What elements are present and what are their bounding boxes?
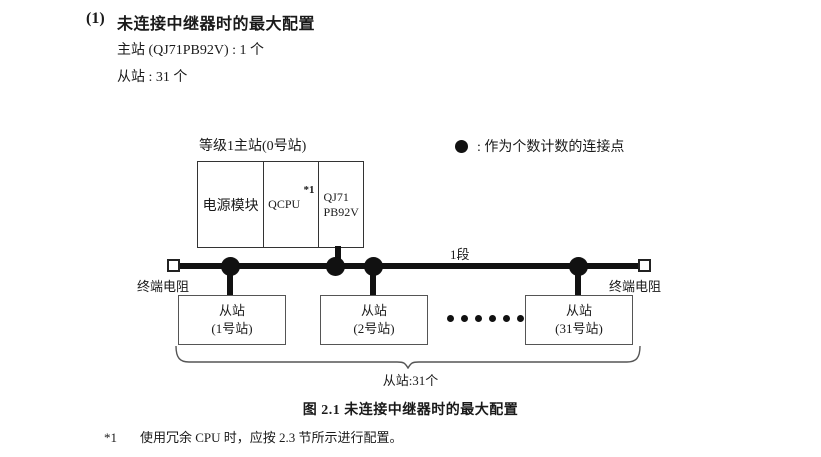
power-module-label: 电源模块 bbox=[202, 198, 259, 214]
ellipsis-dot bbox=[489, 315, 496, 322]
ellipsis-dot bbox=[517, 315, 524, 322]
slave-count-brace bbox=[175, 345, 641, 369]
slave-station-box: 从站 (1号站) bbox=[178, 295, 286, 345]
terminator-square-right-icon bbox=[638, 259, 651, 272]
legend: : 作为个数计数的连接点 bbox=[455, 136, 624, 156]
master-unit: 电源模块 QCPU *1 QJ71 PB92V bbox=[197, 161, 364, 248]
cpu-footnote-marker: *1 bbox=[303, 184, 315, 196]
network-module-label-line1: QJ71 bbox=[323, 189, 349, 204]
cpu-module-label: QCPU bbox=[268, 197, 301, 211]
figure-caption: 图 2.1 未连接中继器时的最大配置 bbox=[302, 403, 519, 418]
heading-number: (1) bbox=[86, 10, 105, 27]
slave-drop-lead bbox=[575, 266, 581, 296]
footnote-mark: *1 bbox=[104, 430, 117, 445]
filled-circle-icon bbox=[455, 139, 468, 153]
network-module-label-line2: PB92V bbox=[323, 204, 359, 219]
segment-label: 1段 bbox=[450, 247, 470, 262]
power-module-cell: 电源模块 bbox=[198, 162, 265, 247]
ellipsis-dot bbox=[447, 315, 454, 322]
terminator-label-right: 终端电阻 bbox=[609, 279, 662, 294]
connection-dot bbox=[326, 257, 345, 276]
bus-line bbox=[178, 263, 640, 269]
footnote: *1 使用冗余 CPU 时，应按 2.3 节所示进行配置。 bbox=[104, 427, 403, 446]
page-title: 未连接中继器时的最大配置 bbox=[117, 16, 316, 33]
slave-station-name: 从站 bbox=[218, 303, 245, 319]
footnote-text: 使用冗余 CPU 时，应按 2.3 节所示进行配置。 bbox=[140, 430, 403, 445]
spec-slave-line: 从站 : 31 个 bbox=[117, 70, 188, 85]
ellipsis-dot bbox=[503, 315, 510, 322]
slave-station-box: 从站 (2号站) bbox=[320, 295, 428, 345]
spec-master-line: 主站 (QJ71PB92V) : 1 个 bbox=[117, 43, 265, 58]
master-station-label: 等级1主站(0号站) bbox=[199, 139, 307, 154]
ellipsis-dot bbox=[461, 315, 468, 322]
slave-ellipsis bbox=[447, 315, 524, 322]
slave-count-label: 从站:31个 bbox=[382, 373, 439, 388]
slave-station-name: 从站 bbox=[565, 303, 592, 319]
legend-label: : 作为个数计数的连接点 bbox=[477, 140, 625, 155]
slave-station-number: (31号站) bbox=[555, 321, 603, 336]
slave-station-name: 从站 bbox=[360, 303, 387, 319]
slave-drop-lead bbox=[227, 266, 233, 296]
terminator-square-left-icon bbox=[167, 259, 180, 272]
slave-station-box: 从站 (31号站) bbox=[525, 295, 633, 345]
network-module-cell: QJ71 PB92V bbox=[319, 162, 363, 247]
slave-station-number: (2号站) bbox=[353, 321, 395, 336]
terminator-label-left: 终端电阻 bbox=[137, 279, 190, 294]
slave-station-number: (1号站) bbox=[211, 321, 253, 336]
cpu-module-cell: QCPU *1 bbox=[264, 162, 319, 247]
slave-drop-lead bbox=[370, 266, 376, 296]
ellipsis-dot bbox=[475, 315, 482, 322]
